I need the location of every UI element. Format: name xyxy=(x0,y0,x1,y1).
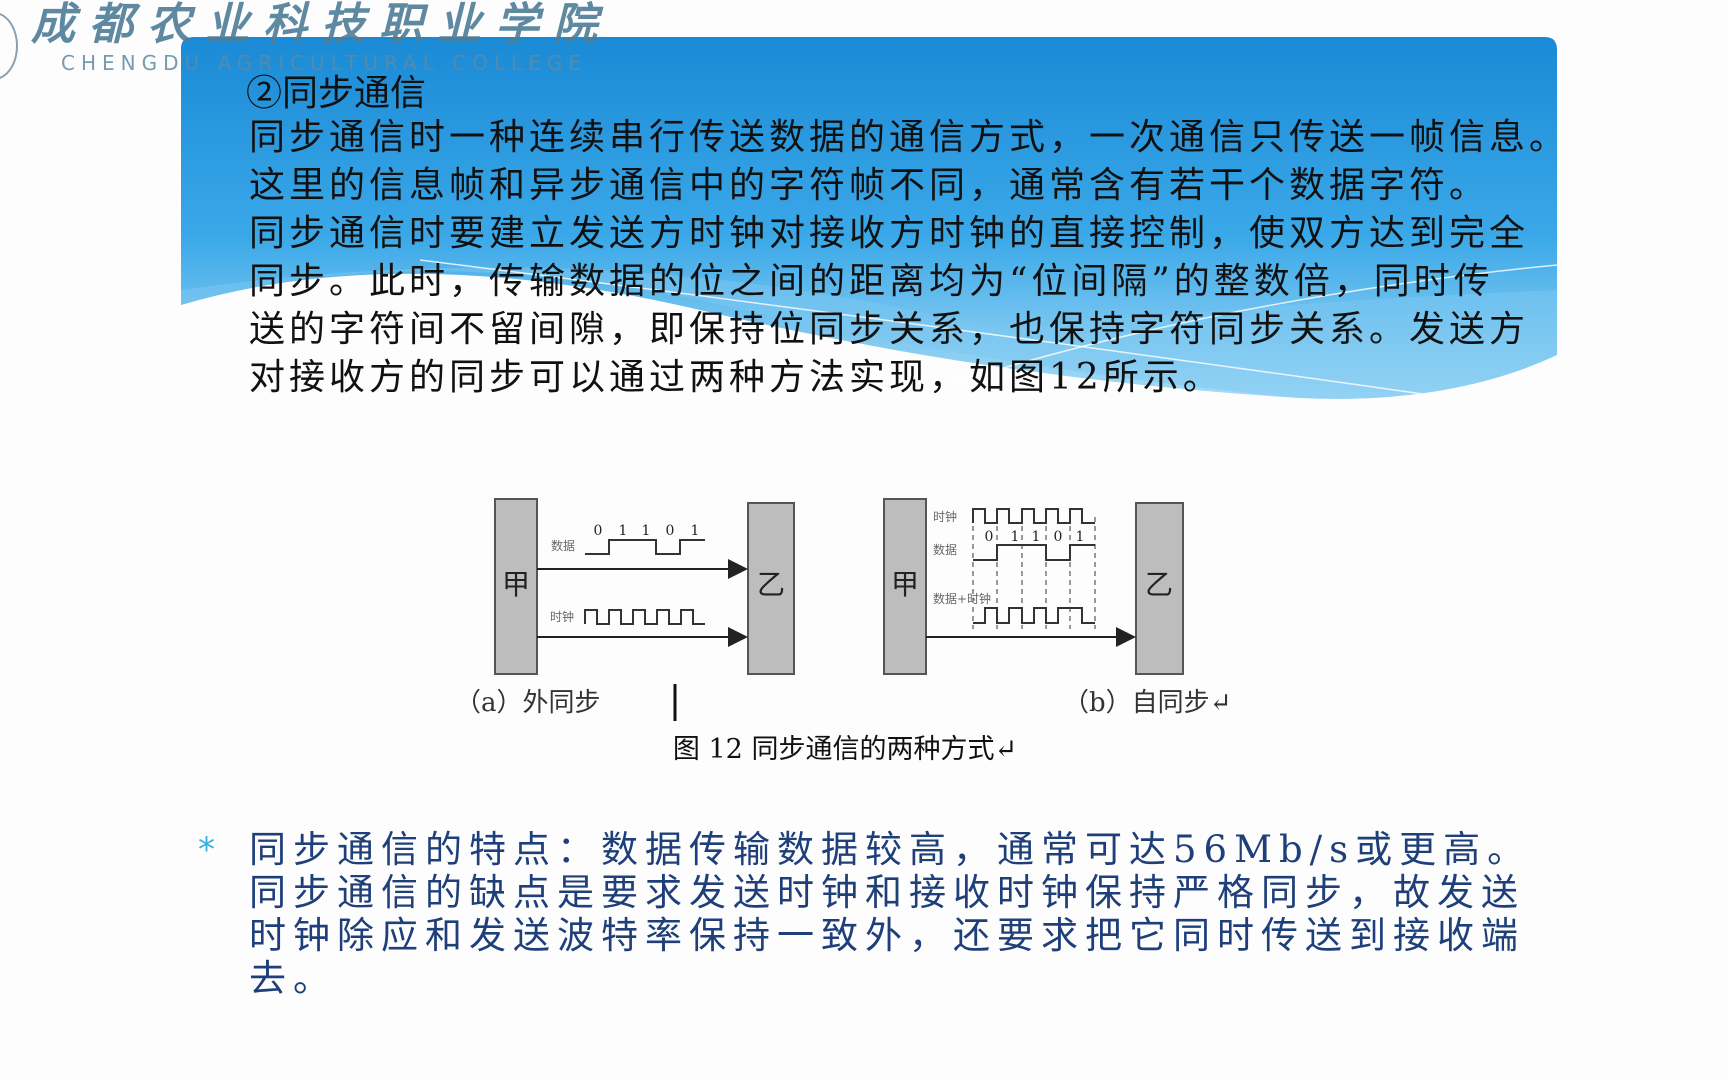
bit-label: 1 xyxy=(642,523,651,539)
section-heading: ②同步通信 xyxy=(246,73,427,114)
bit-label: 0 xyxy=(666,523,675,539)
combined-waveform-b xyxy=(973,607,1095,624)
bullet-line: 时钟除应和发送波特率保持一致外，还要求把它同时传送到接收端 xyxy=(249,914,1525,957)
body-line: 对接收方的同步可以通过两种方法实现，如图12所示。 xyxy=(249,357,1223,398)
sender-box-b xyxy=(883,498,927,675)
body-line: 同步通信时要建立发送方时钟对接收方时钟的直接控制，使双方达到完全 xyxy=(249,213,1530,254)
data-waveform-b xyxy=(973,544,1095,561)
body-line: 送的字符间不留间隙，即保持位同步关系，也保持字符同步关系。发送方 xyxy=(249,309,1530,350)
body-line: 同步。此时，传输数据的位之间的距离均为“位间隔”的整数倍，同时传 xyxy=(249,261,1494,302)
banner-wave xyxy=(181,267,1557,399)
bit-label: 0 xyxy=(985,529,994,545)
body-line: 同步通信时一种连续串行传送数据的通信方式，一次通信只传送一帧信息。 xyxy=(249,117,1570,158)
clock-waveform-b xyxy=(972,508,1095,524)
bit-label: 0 xyxy=(594,523,603,539)
clock-waveform-a xyxy=(584,609,705,625)
receiver-label-b: 乙 xyxy=(1145,568,1173,601)
bit-label: 1 xyxy=(691,523,700,539)
bullet-paragraph: 同步通信的特点：数据传输数据较高，通常可达56Mb/s或更高。 同步通信的缺点是… xyxy=(249,828,1531,1000)
bullet-line: 同步通信的特点：数据传输数据较高，通常可达56Mb/s或更高。 xyxy=(249,828,1532,871)
caption-a: （a）外同步 xyxy=(455,688,601,718)
banner-shape xyxy=(181,37,1557,399)
body-line: 这里的信息帧和异步通信中的字符帧不同，通常含有若干个数据字符。 xyxy=(249,165,1490,206)
bit-label: 0 xyxy=(1054,529,1063,545)
receiver-box-a xyxy=(747,502,795,675)
caption-b: （b）自同步↵ xyxy=(1063,688,1231,718)
figure-caption: 图 12 同步通信的两种方式↵ xyxy=(673,734,1017,765)
bit-label: 1 xyxy=(1032,529,1041,545)
bullet-line: 去。 xyxy=(249,957,337,1000)
sender-box-a xyxy=(494,498,538,675)
data-label-b: 数据 xyxy=(933,542,957,557)
banner-line xyxy=(899,264,1558,401)
clock-label-b: 时钟 xyxy=(933,509,957,524)
bit-label: 1 xyxy=(1076,529,1085,545)
sender-label-a: 甲 xyxy=(502,568,530,601)
college-logo-cn: 成都农业科技职业学院 xyxy=(31,0,611,50)
data-waveform-a xyxy=(585,539,705,555)
college-logo-en: CHENGDU AGRICULTURAL COLLEGE xyxy=(61,51,587,75)
bit-label: 1 xyxy=(1011,529,1020,545)
receiver-box-b xyxy=(1135,502,1184,675)
clock-label-a: 时钟 xyxy=(550,609,574,624)
bit-label: 1 xyxy=(619,523,628,539)
sender-label-b: 甲 xyxy=(891,568,919,601)
header-banner xyxy=(181,37,1558,401)
combined-label-b: 数据+时钟 xyxy=(933,591,991,606)
asterisk-bullet-icon: * xyxy=(198,830,215,870)
bullet-line: 同步通信的缺点是要求发送时钟和接收时钟保持严格同步，故发送 xyxy=(249,871,1525,914)
banner-line xyxy=(419,259,1431,396)
receiver-label-a: 乙 xyxy=(757,568,785,601)
data-label-a: 数据 xyxy=(551,538,575,553)
